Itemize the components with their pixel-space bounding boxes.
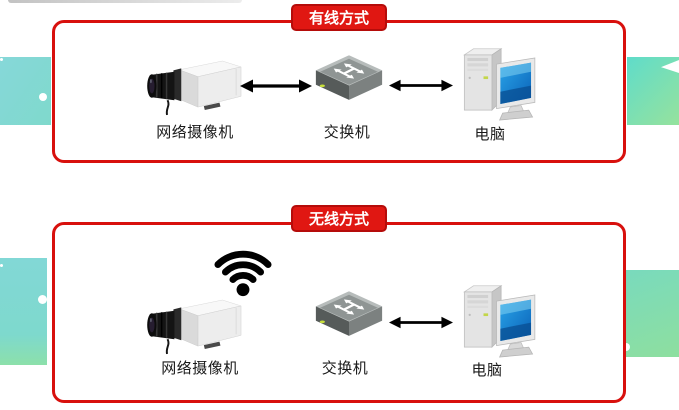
computer-label: 电脑 bbox=[471, 363, 503, 379]
computer-icon bbox=[449, 44, 541, 121]
switch-icon bbox=[313, 55, 385, 113]
wired-title: 有线方式 bbox=[308, 10, 370, 27]
decor-block-top-left bbox=[0, 57, 51, 125]
camera-label: 网络摄像机 bbox=[156, 125, 234, 141]
wireless-title-chip: 无线方式 bbox=[290, 205, 388, 232]
bidirectional-arrow-icon bbox=[240, 78, 312, 94]
decor-block-top-right bbox=[627, 57, 679, 125]
camera-label: 网络摄像机 bbox=[161, 361, 239, 377]
decor-dot bbox=[0, 58, 3, 61]
network-camera-icon bbox=[145, 57, 243, 116]
decor-wedge bbox=[661, 60, 679, 73]
switch-label: 交换机 bbox=[321, 361, 369, 377]
computer-label: 电脑 bbox=[474, 127, 506, 143]
decor-dot bbox=[625, 343, 630, 351]
wired-title-chip: 有线方式 bbox=[290, 4, 388, 31]
decor-dot bbox=[38, 295, 47, 304]
bidirectional-arrow-icon bbox=[389, 315, 453, 330]
computer-icon bbox=[449, 281, 541, 358]
wireless-title: 无线方式 bbox=[308, 211, 370, 228]
decor-dot bbox=[39, 93, 47, 101]
decor-block-bottom-right bbox=[625, 270, 679, 357]
switch-icon bbox=[313, 291, 385, 349]
decor-block-bottom-left bbox=[0, 258, 47, 365]
switch-label: 交换机 bbox=[323, 125, 371, 141]
cropped-top-element bbox=[8, 0, 242, 3]
decor-dot bbox=[0, 264, 3, 267]
network-camera-icon bbox=[145, 296, 243, 355]
wifi-icon bbox=[205, 242, 281, 298]
bidirectional-arrow-icon bbox=[389, 78, 453, 93]
